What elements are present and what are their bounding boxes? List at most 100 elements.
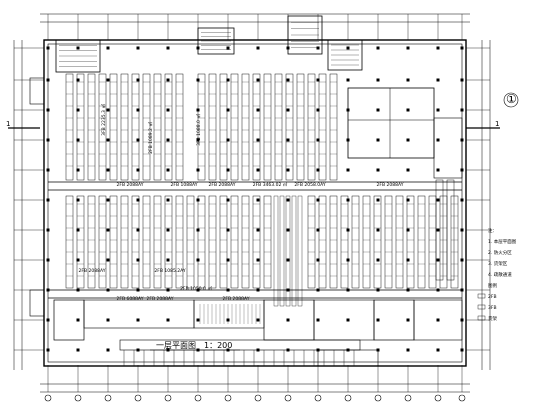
structural-column — [460, 138, 464, 142]
axis-bubble — [458, 394, 466, 402]
structural-column — [166, 46, 170, 50]
structural-column — [196, 108, 200, 112]
structural-column — [106, 258, 110, 262]
storage-rack — [252, 195, 261, 289]
axis-bubble — [314, 394, 322, 402]
drawing-scale: 1：200 — [204, 341, 233, 350]
structural-column — [46, 46, 50, 50]
storage-rack — [318, 73, 327, 181]
structural-column — [226, 108, 230, 112]
conveyor-lane — [291, 195, 297, 307]
zone-label: 3FB 1088.0 ㎡ — [195, 114, 202, 146]
structural-column — [376, 258, 380, 262]
structural-column — [46, 108, 50, 112]
structural-column — [460, 318, 464, 322]
storage-rack — [98, 195, 107, 289]
structural-column — [136, 258, 140, 262]
axis-bubble — [134, 394, 142, 402]
zone-label: 2FB 2088AY — [377, 182, 404, 188]
storage-rack — [384, 195, 393, 289]
structural-column — [436, 46, 440, 50]
storage-rack — [197, 73, 206, 181]
axis-bubble — [224, 394, 232, 402]
note-line: 注： — [488, 227, 497, 234]
zone-label: 3FB 2235.3 ㎡ — [100, 104, 107, 136]
structural-column — [460, 198, 464, 202]
structural-column — [46, 348, 50, 352]
structural-column — [376, 318, 380, 322]
storage-rack — [142, 73, 151, 181]
structural-column — [46, 258, 50, 262]
structural-column — [460, 46, 464, 50]
storage-rack — [65, 73, 74, 181]
structural-column — [46, 138, 50, 142]
conveyor-lane — [279, 195, 285, 307]
drawing-title: 一层平面图 — [156, 341, 196, 350]
structural-column — [460, 78, 464, 82]
structural-column — [436, 138, 440, 142]
storage-rack — [87, 195, 96, 289]
structural-column — [106, 168, 110, 172]
structural-column — [346, 78, 350, 82]
structural-column — [76, 46, 80, 50]
storage-rack — [153, 73, 162, 181]
zone-label: 2FB 1088AY — [171, 182, 198, 188]
note-line: 3. 货架区 — [488, 260, 508, 267]
structural-column — [76, 288, 80, 292]
structural-column — [136, 138, 140, 142]
inner-wall — [47, 43, 463, 363]
structural-column — [376, 168, 380, 172]
structural-column — [406, 288, 410, 292]
structural-column — [76, 168, 80, 172]
storage-rack — [274, 73, 283, 181]
zone-label: 2FB 2088AY — [147, 296, 174, 302]
zone-label: 2FB 2088AY — [223, 296, 250, 302]
axis-bubble — [104, 394, 112, 402]
north-arrow-circle — [503, 92, 519, 108]
storage-rack — [208, 195, 217, 289]
structural-column — [286, 288, 290, 292]
structural-column — [76, 198, 80, 202]
storage-rack — [98, 73, 107, 181]
structural-column — [166, 168, 170, 172]
storage-rack — [109, 73, 118, 181]
structural-column — [76, 138, 80, 142]
loading-dock — [29, 289, 45, 317]
stair-core — [197, 27, 235, 55]
structural-column — [76, 258, 80, 262]
structural-column — [106, 318, 110, 322]
structural-column — [436, 258, 440, 262]
storage-rack — [241, 73, 250, 181]
structural-column — [46, 318, 50, 322]
structural-column — [136, 228, 140, 232]
structural-column — [196, 318, 200, 322]
structural-column — [226, 168, 230, 172]
structural-column — [406, 258, 410, 262]
structural-column — [136, 348, 140, 352]
structural-column — [226, 228, 230, 232]
structural-column — [196, 78, 200, 82]
structural-column — [436, 318, 440, 322]
structural-column — [226, 46, 230, 50]
structural-column — [406, 228, 410, 232]
storage-rack — [142, 195, 151, 289]
structural-column — [76, 228, 80, 232]
storage-rack — [362, 195, 371, 289]
structural-column — [166, 228, 170, 232]
storage-rack — [340, 195, 349, 289]
section-mark-left: 1 — [6, 120, 11, 128]
storage-rack — [230, 195, 239, 289]
structural-column — [46, 228, 50, 232]
conveyor-lane — [273, 195, 279, 307]
office-block — [347, 87, 435, 159]
entrance-steps — [317, 349, 379, 367]
structural-column — [316, 168, 320, 172]
axis-bubble — [74, 394, 82, 402]
structural-column — [106, 46, 110, 50]
axis-bubble — [284, 394, 292, 402]
structural-column — [196, 168, 200, 172]
storage-rack — [197, 195, 206, 289]
structural-column — [406, 108, 410, 112]
storage-rack — [329, 195, 338, 289]
structural-column — [406, 46, 410, 50]
